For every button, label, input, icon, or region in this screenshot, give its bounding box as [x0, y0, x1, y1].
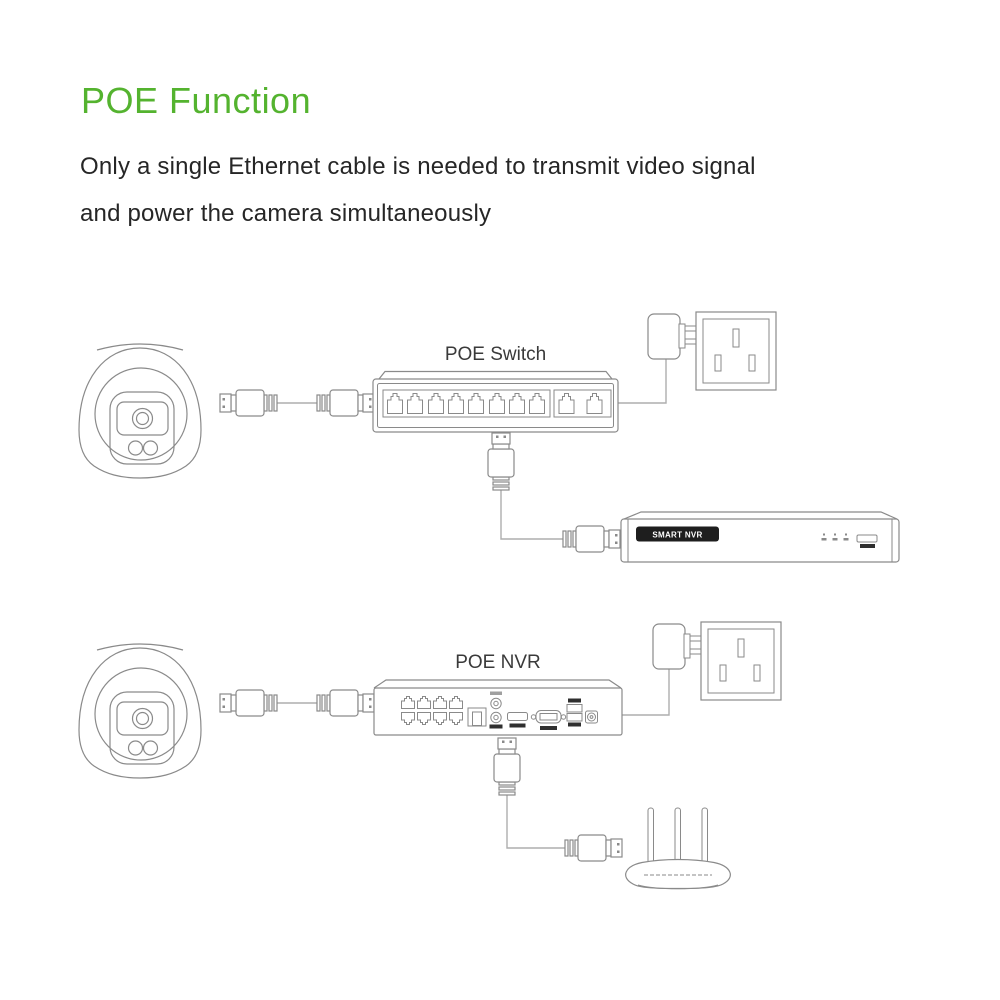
subtitle-line-1: Only a single Ethernet cable is needed t…: [80, 153, 756, 180]
subtitle: Only a single Ethernet cable is needed t…: [80, 143, 756, 237]
subtitle-line-2: and power the camera simultaneously: [80, 200, 492, 227]
lan-port: [467, 707, 487, 727]
usb-ports: [566, 698, 583, 727]
cable-switch-to-adapter: [618, 359, 667, 404]
smart-nvr-icon: SMART NVR: [620, 511, 900, 563]
page-title: POE Function: [81, 80, 312, 121]
cable-nvr-to-adapter: [622, 669, 670, 716]
router-antenna: [674, 807, 681, 867]
smart-nvr-badge-text: SMART NVR: [652, 531, 702, 540]
vga-port: [530, 710, 567, 730]
poe-switch-icon: [372, 370, 619, 433]
ethernet-cable-icon-top: [220, 390, 374, 416]
ethernet-cable-icon-bottom: [220, 690, 374, 716]
router-antenna: [647, 807, 654, 867]
dome-camera-icon-top: [78, 343, 202, 479]
poe-nvr-icon: [373, 679, 623, 736]
ethernet-plug-to-router: [564, 834, 623, 862]
cable-switch-to-nvr: [500, 490, 563, 540]
cable-nvr-to-router: [506, 795, 565, 849]
nvr-usb-port: [856, 534, 878, 548]
audio-connectors: [489, 691, 503, 729]
dome-camera-icon-bottom: [78, 643, 202, 779]
smart-nvr-badge: [636, 526, 719, 542]
power-outlet-group-top: [647, 311, 777, 391]
ethernet-plug-down-top: [487, 432, 515, 491]
hdmi-port: [507, 712, 528, 728]
power-outlet-group-bottom: [652, 621, 782, 701]
nvr-led-indicators: [821, 533, 849, 541]
wifi-router-icon: [625, 807, 731, 890]
power-jack: [585, 710, 598, 724]
ethernet-plug-to-nvr: [562, 525, 621, 553]
poe-nvr-label: POE NVR: [455, 652, 541, 673]
ethernet-plug-down-bottom: [493, 737, 521, 796]
router-antenna: [701, 807, 708, 867]
poe-switch-label: POE Switch: [444, 344, 547, 365]
